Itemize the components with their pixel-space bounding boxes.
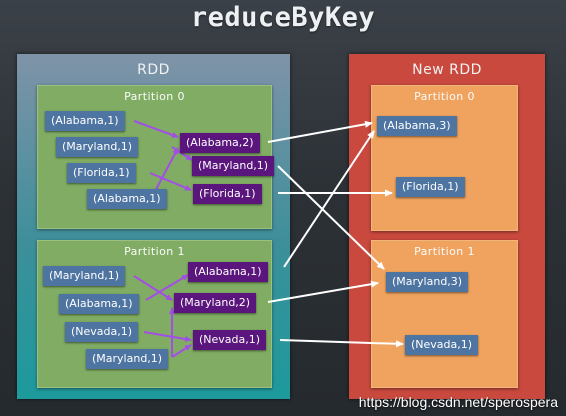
output-maryland: (Maryland,3): [386, 272, 469, 292]
shuffle-nevada: [279, 339, 404, 348]
arrow-alabama-p0-b: [151, 147, 179, 198]
rdd-partition-0-title: Partition 0: [124, 90, 185, 103]
p0-reduced-maryland: (Maryland,1): [192, 156, 275, 176]
p0-input-alabama-2: (Alabama,1): [87, 189, 167, 209]
local-arrows-partition-0: [133, 120, 193, 198]
arrow-nevada-p1-b: [171, 344, 192, 358]
arrow-maryland-p1-a: [133, 275, 173, 301]
rdd-title: RDD: [137, 62, 170, 78]
output-nevada: (Nevada,1): [405, 335, 479, 355]
diagram-title: reduceByKey: [190, 2, 376, 33]
arrow-florida-p0: [149, 172, 192, 191]
p1-reduced-alabama: (Alabama,1): [188, 262, 268, 282]
arrow-nevada-p1-a: [143, 331, 192, 342]
arrow-alabama-p1: [145, 274, 189, 301]
shuffle-alabama-p1: [283, 130, 375, 268]
watermark-url: https://blog.csdn.net/sperospera: [358, 394, 558, 410]
arrow-maryland-p0: [171, 146, 193, 161]
new-rdd-title: New RDD: [412, 62, 482, 78]
p0-input-florida-1: (Florida,1): [67, 163, 136, 183]
rdd-partition-1-title: Partition 1: [124, 245, 185, 258]
shuffle-arrows: [267, 120, 404, 348]
shuffle-maryland-p0: [277, 165, 385, 270]
p0-input-maryland-1: (Maryland,1): [56, 137, 139, 157]
p0-reduced-florida: (Florida,1): [193, 184, 262, 204]
new-rdd-partition-0-title: Partition 0: [414, 90, 475, 103]
p1-reduced-maryland: (Maryland,2): [174, 293, 257, 313]
output-alabama: (Alabama,3): [377, 116, 457, 136]
arrow-alabama-p0-a: [133, 120, 179, 138]
p1-reduced-nevada: (Nevada,1): [193, 330, 267, 350]
p0-input-alabama-1: (Alabama,1): [45, 111, 125, 131]
p1-input-maryland-2: (Maryland,1): [86, 349, 169, 369]
shuffle-maryland-p1: [267, 280, 379, 303]
p1-input-alabama-1: (Alabama,1): [59, 294, 139, 314]
shuffle-alabama-p0: [267, 120, 373, 143]
p1-input-maryland-1: (Maryland,1): [43, 266, 126, 286]
output-florida: (Florida,1): [396, 177, 465, 197]
new-rdd-partition-0: Partition 0: [371, 85, 518, 231]
p1-input-nevada-1: (Nevada,1): [65, 322, 139, 342]
new-rdd-partition-1: Partition 1: [371, 240, 518, 388]
new-rdd-partition-1-title: Partition 1: [414, 245, 475, 258]
p0-reduced-alabama: (Alabama,2): [180, 133, 260, 153]
local-arrows-partition-1: [133, 274, 192, 358]
